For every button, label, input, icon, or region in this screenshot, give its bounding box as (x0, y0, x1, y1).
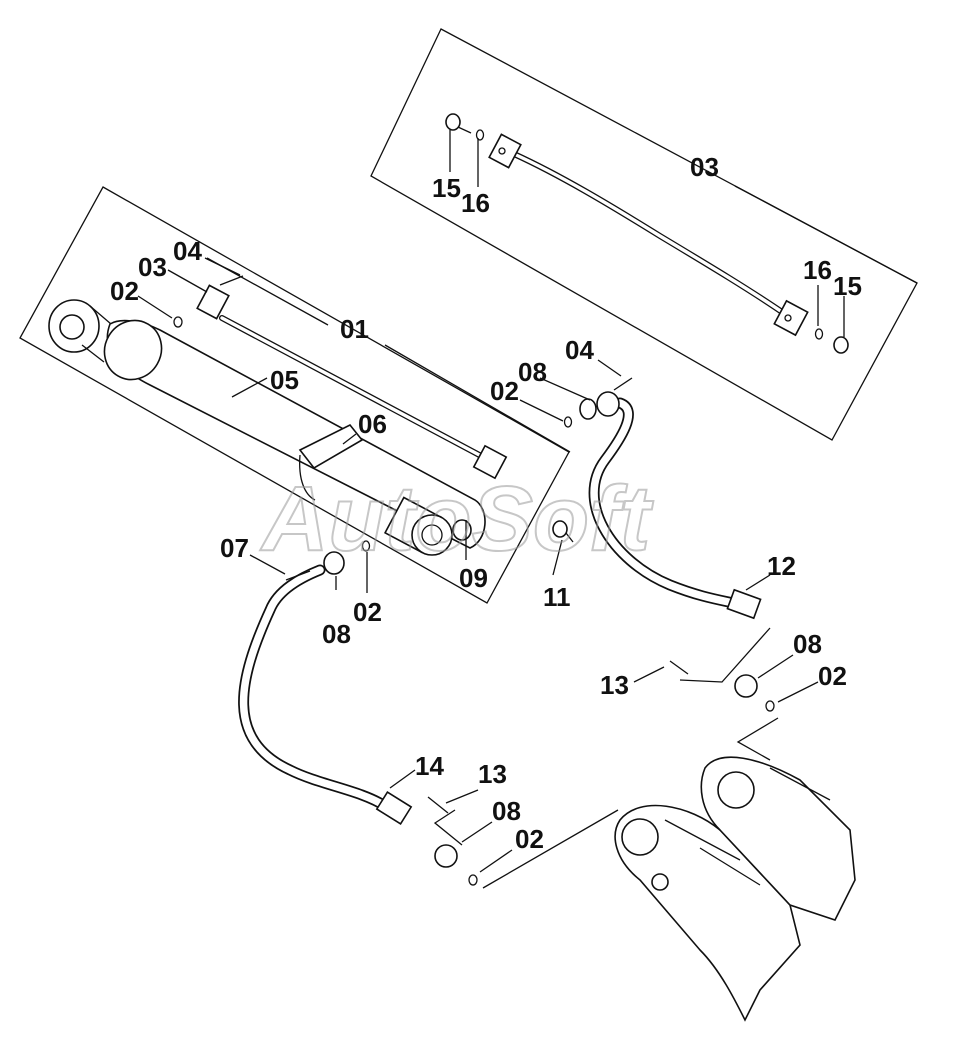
callout-14: 14 (415, 751, 444, 781)
callout-16b: 16 (803, 255, 832, 285)
callout-01: 01 (340, 314, 369, 344)
fitting-11 (552, 520, 574, 543)
callout-11: 11 (543, 582, 571, 612)
callout-08b: 08 (322, 619, 351, 649)
hydraulic-cylinder-01 (48, 275, 508, 556)
callout-13b: 13 (478, 759, 507, 789)
hose-14 (238, 540, 413, 826)
callout-06: 06 (358, 409, 387, 439)
callout-09: 09 (459, 563, 488, 593)
pipe-03-group-frame (370, 28, 918, 441)
callout-08a: 08 (518, 357, 547, 387)
hose-12 (563, 377, 762, 620)
callout-04b: 04 (565, 335, 594, 365)
boom-bracket (614, 756, 856, 1022)
callout-13a: 13 (600, 670, 629, 700)
callout-04a: 04 (173, 236, 202, 266)
callout-02c: 02 (353, 597, 382, 627)
callout-08d: 08 (492, 796, 521, 826)
callout-03a: 03 (690, 152, 719, 182)
callout-12: 12 (767, 551, 796, 581)
callout-02e: 02 (515, 824, 544, 854)
callout-02d: 02 (818, 661, 847, 691)
cylinder-01-group-frame (19, 186, 570, 604)
lower-fittings (427, 660, 775, 886)
leader-lines (137, 130, 918, 889)
callout-03b: 03 (138, 252, 167, 282)
callout-08c: 08 (793, 629, 822, 659)
callout-02a: 02 (110, 276, 139, 306)
callout-15b: 15 (833, 271, 862, 301)
callout-07: 07 (220, 533, 249, 563)
callout-15a: 15 (432, 173, 461, 203)
watermark-text: AutoSoft (260, 468, 654, 570)
callout-02b: 02 (490, 376, 519, 406)
callout-16a: 16 (461, 188, 490, 218)
callout-05: 05 (270, 365, 299, 395)
pipe-03 (445, 113, 849, 354)
callout-labels: 15 16 03 16 15 04 03 02 01 05 06 04 08 0… (110, 152, 862, 854)
